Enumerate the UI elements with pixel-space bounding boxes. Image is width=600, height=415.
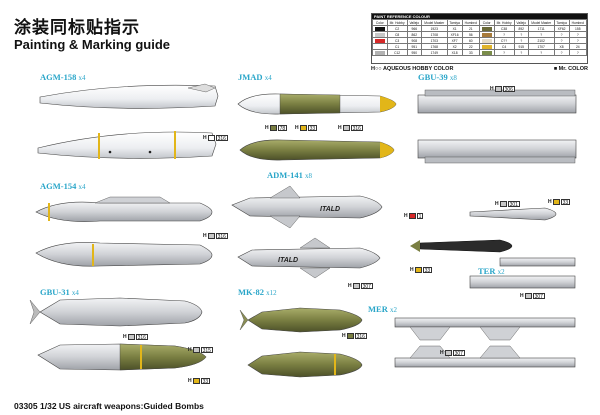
section-adm141: ADM-141 x8 <box>267 170 313 180</box>
swatch <box>192 346 200 353</box>
swatch <box>127 333 135 340</box>
swatch <box>444 349 452 356</box>
agm158-bottom <box>37 131 217 159</box>
swatch <box>499 200 507 207</box>
adm141-top: ITALD <box>231 185 383 229</box>
paint-cell: ? <box>513 49 529 56</box>
swatch <box>552 198 560 205</box>
paint-swatch <box>374 38 385 43</box>
mer-rack <box>394 317 576 368</box>
adm141-bottom: ITALD <box>237 237 381 279</box>
paint-swatch <box>481 26 492 31</box>
swatch <box>414 266 422 273</box>
paint-reference-table: PAINT REFERENCE COLOUR Color Mr. Hobby V… <box>371 13 588 64</box>
swatch <box>299 124 307 131</box>
swatch <box>494 85 502 92</box>
paint-cell: ? <box>568 49 588 56</box>
paint-swatch <box>481 50 492 55</box>
title-chinese: 涂装同标贴指示 <box>14 18 140 38</box>
paint-table-title: PAINT REFERENCE COLOUR <box>372 14 587 19</box>
paint-swatch <box>374 44 385 49</box>
paint-swatch <box>374 50 385 55</box>
mk82-top <box>239 307 363 333</box>
paint-swatch <box>374 32 385 37</box>
swatch <box>207 134 215 141</box>
paint-swatch <box>374 26 385 31</box>
page-footer: 03305 1/32 US aircraft weapons:Guided Bo… <box>14 401 204 411</box>
paint-cell: 33 <box>461 49 480 56</box>
agm158-top <box>39 83 219 109</box>
section-gbu39: GBU-39 x8 <box>418 72 457 82</box>
jmad-top <box>237 93 397 115</box>
paint-cell: 950 <box>406 49 422 56</box>
swatch <box>207 232 215 239</box>
swatch <box>342 124 350 131</box>
swatch <box>524 292 532 299</box>
gbu39-rack-top <box>417 89 577 114</box>
paint-swatch <box>481 38 492 43</box>
gbu39-rack-bottom <box>417 139 577 164</box>
paint-table-grid: Color Mr. Hobby Vallejo Model Master Tam… <box>372 19 588 56</box>
title-english: Painting & Marking guide <box>14 37 171 52</box>
gbu39-side <box>410 239 513 253</box>
swatch <box>192 377 200 384</box>
swatch <box>346 332 354 339</box>
aqueous-legend: H○○ AQUEOUS HOBBY COLOR <box>371 66 454 72</box>
paint-swatch <box>481 32 492 37</box>
swatch <box>408 212 416 219</box>
section-agm154: AGM-154 x4 <box>40 181 86 191</box>
mrcolor-legend: ■ Mr. COLOR <box>553 66 588 72</box>
ter-rack <box>469 257 576 289</box>
paint-swatch <box>481 44 492 49</box>
italo-mark-2: ITALD <box>278 257 298 264</box>
gbu31-top <box>29 297 203 327</box>
gbu39-bomb <box>469 207 557 221</box>
section-mk82: MK-82 x12 <box>238 287 277 297</box>
agm154-top <box>35 196 213 222</box>
gbu31-bottom <box>37 343 207 371</box>
section-agm158: AGM-158 x4 <box>40 72 86 82</box>
section-ter: TER x2 <box>478 266 505 276</box>
mk82-bottom <box>247 351 363 378</box>
italo-mark-1: ITALD <box>320 206 340 213</box>
section-jmad: JMAD x4 <box>238 72 272 82</box>
section-gbu31: GBU-31 x4 <box>40 287 79 297</box>
swatch <box>352 282 360 289</box>
agm154-bottom <box>35 242 213 267</box>
jmad-bottom <box>239 139 395 161</box>
swatch <box>269 124 277 131</box>
section-mer: MER x2 <box>368 304 397 314</box>
color-legend: H○○ AQUEOUS HOBBY COLOR ■ Mr. COLOR <box>371 66 588 72</box>
